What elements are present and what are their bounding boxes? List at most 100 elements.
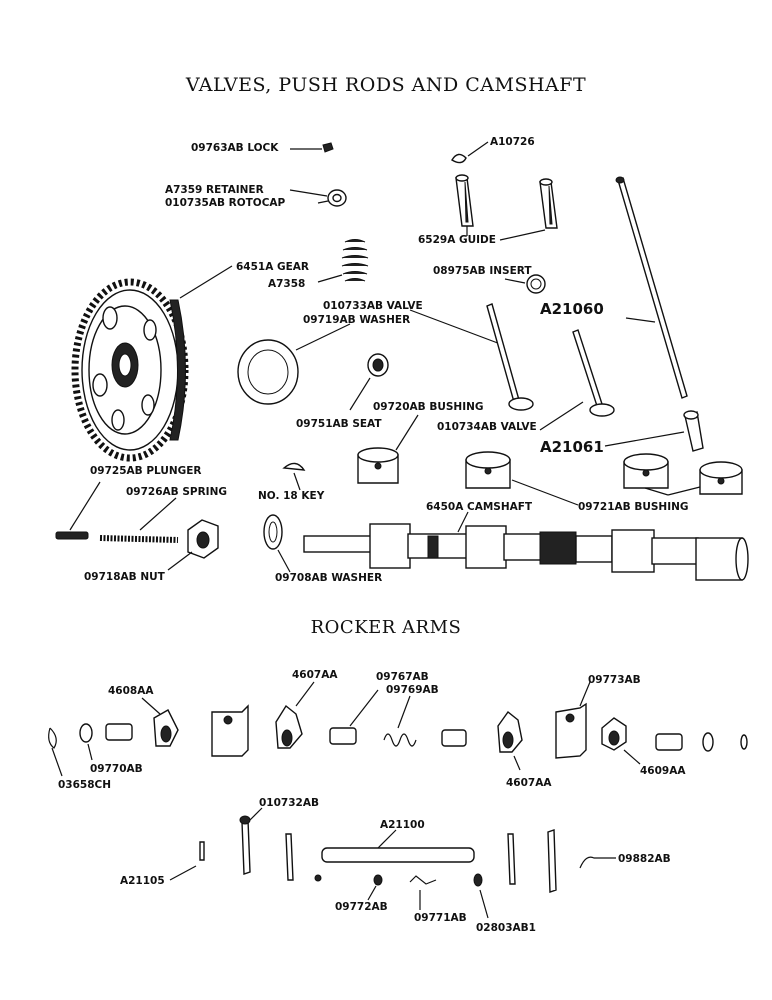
label-camshaft: 6450A CAMSHAFT [426, 501, 533, 513]
leader-line-spring [139, 497, 177, 531]
label-insert: 08975AB INSERT [433, 265, 532, 277]
label-nut: 09718AB NUT [84, 571, 166, 583]
bushing-09721ab-b [623, 453, 669, 489]
label-4608aa: 4608AA [108, 685, 154, 697]
leader-line-nut [167, 551, 193, 571]
bolt-010732ab [239, 815, 251, 875]
label-09772ab: 09772AB [335, 901, 388, 913]
rocker-shaft-a21100 [321, 847, 475, 863]
valve-guide-left [455, 174, 474, 227]
leader-line-a21105 [169, 865, 197, 881]
bushing-09721ab-c [699, 461, 743, 495]
label-washer2: 09708AB WASHER [275, 572, 382, 584]
leader-line-a21060 [625, 317, 656, 323]
clip-03658ch [48, 727, 57, 749]
valve-seat-insert [526, 274, 546, 294]
spacer-middle [441, 729, 467, 747]
section-title-rocker-arms: ROCKER ARMS [310, 617, 462, 638]
leader-line-4609aa [623, 749, 641, 765]
label-spring: 09726AB SPRING [126, 486, 227, 498]
rocker-arm-4607aa-bottom [497, 710, 523, 753]
label-valve1: 010733AB VALVE [323, 300, 423, 312]
label-4609aa: 4609AA [640, 765, 686, 777]
rocker-arm-4607aa-top [275, 704, 303, 749]
camshaft-6450a [303, 523, 749, 581]
leader-line-4608aa [141, 697, 161, 715]
leader-line-4607aa-bottom [513, 755, 521, 771]
retainer-rotocap-part [327, 189, 347, 207]
bolt-a21105 [199, 841, 205, 861]
leader-line-a21061 [604, 431, 685, 447]
label-010732ab: 010732AB [259, 797, 319, 809]
label-plunger: 09725AB PLUNGER [90, 465, 202, 477]
label-a7358: A7358 [268, 278, 305, 290]
label-09769ab: 09769AB [386, 684, 439, 696]
plug-09772ab [373, 874, 383, 886]
leader-line-retainer [289, 189, 328, 197]
leader-line-camshaft [457, 511, 469, 533]
tappet-a21061 [683, 410, 704, 452]
label-seat: 09751AB SEAT [296, 418, 382, 430]
bracket-left [211, 704, 249, 757]
bolt-second [285, 833, 294, 881]
leader-line-4607aa-top [295, 681, 315, 707]
a10726-part [451, 153, 467, 164]
small-ball [314, 874, 322, 882]
label-09771ab: 09771AB [414, 912, 467, 924]
valve-010733ab [486, 303, 534, 411]
leader-line-washer2 [277, 549, 291, 573]
spring-09769ab [383, 733, 417, 747]
leader-line-bushing1 [395, 414, 419, 451]
label-key: NO. 18 KEY [258, 490, 325, 502]
leader-line-a21100 [377, 829, 397, 849]
leader-line-010732ab [249, 807, 263, 821]
leader-line-a7358 [317, 274, 343, 283]
cam-gear-6451a [71, 278, 189, 462]
leader-line-insert [504, 278, 526, 284]
label-washer1: 09719AB WASHER [303, 314, 410, 326]
valve-guide-right [539, 178, 558, 229]
leader-line-02803ab1 [479, 889, 489, 919]
label-a21100: A21100 [380, 819, 425, 831]
label-a10726: A10726 [490, 136, 535, 148]
spring-09726ab [99, 535, 179, 543]
label-valve2: 010734AB VALVE [437, 421, 537, 433]
leader-line-09772ab [367, 885, 377, 901]
label-4607aa-top: 4607AA [292, 669, 338, 681]
label-rotocap: 010735AB ROTOCAP [165, 197, 286, 209]
leader-line-09769ab [397, 695, 411, 729]
leader-line-gear [179, 265, 233, 299]
leader-line-03658ch [51, 747, 63, 777]
washer-09719ab [237, 339, 299, 405]
label-02803ab1: 02803AB1 [476, 922, 536, 934]
leader-line-washer1 [295, 323, 351, 351]
label-retainer: A7359 RETAINER [165, 184, 264, 196]
plunger-09725ab [55, 531, 89, 540]
label-09767ab: 09767AB [376, 671, 429, 683]
label-09882ab: 09882AB [618, 853, 671, 865]
nut-09718ab [187, 519, 219, 559]
plug-02803ab1 [473, 873, 483, 887]
label-a21105: A21105 [120, 875, 165, 887]
label-03658ch: 03658CH [58, 779, 111, 791]
rocker-arm-4608aa [153, 709, 179, 747]
label-bushing1: 09720AB BUSHING [373, 401, 484, 413]
label-a21060: A21060 [540, 300, 604, 318]
leader-line-guide [499, 229, 546, 241]
bushing-09720ab [357, 447, 399, 484]
bushing-09721ab-a [465, 451, 511, 489]
key-no18 [282, 462, 306, 471]
clip-right [740, 734, 748, 750]
leader-line-bushing2 [511, 479, 701, 506]
lock-part [322, 142, 334, 153]
spacer-left [105, 723, 133, 741]
label-a21061: A21061 [540, 438, 604, 456]
spring-clip-09771ab [409, 875, 437, 885]
section-title-valves: VALVES, PUSH RODS AND CAMSHAFT [185, 74, 587, 96]
leader-line-09770ab [87, 743, 93, 761]
label-lock: 09763AB LOCK [191, 142, 279, 154]
label-09770ab: 09770AB [90, 763, 143, 775]
rocker-arm-4609aa [601, 717, 627, 751]
